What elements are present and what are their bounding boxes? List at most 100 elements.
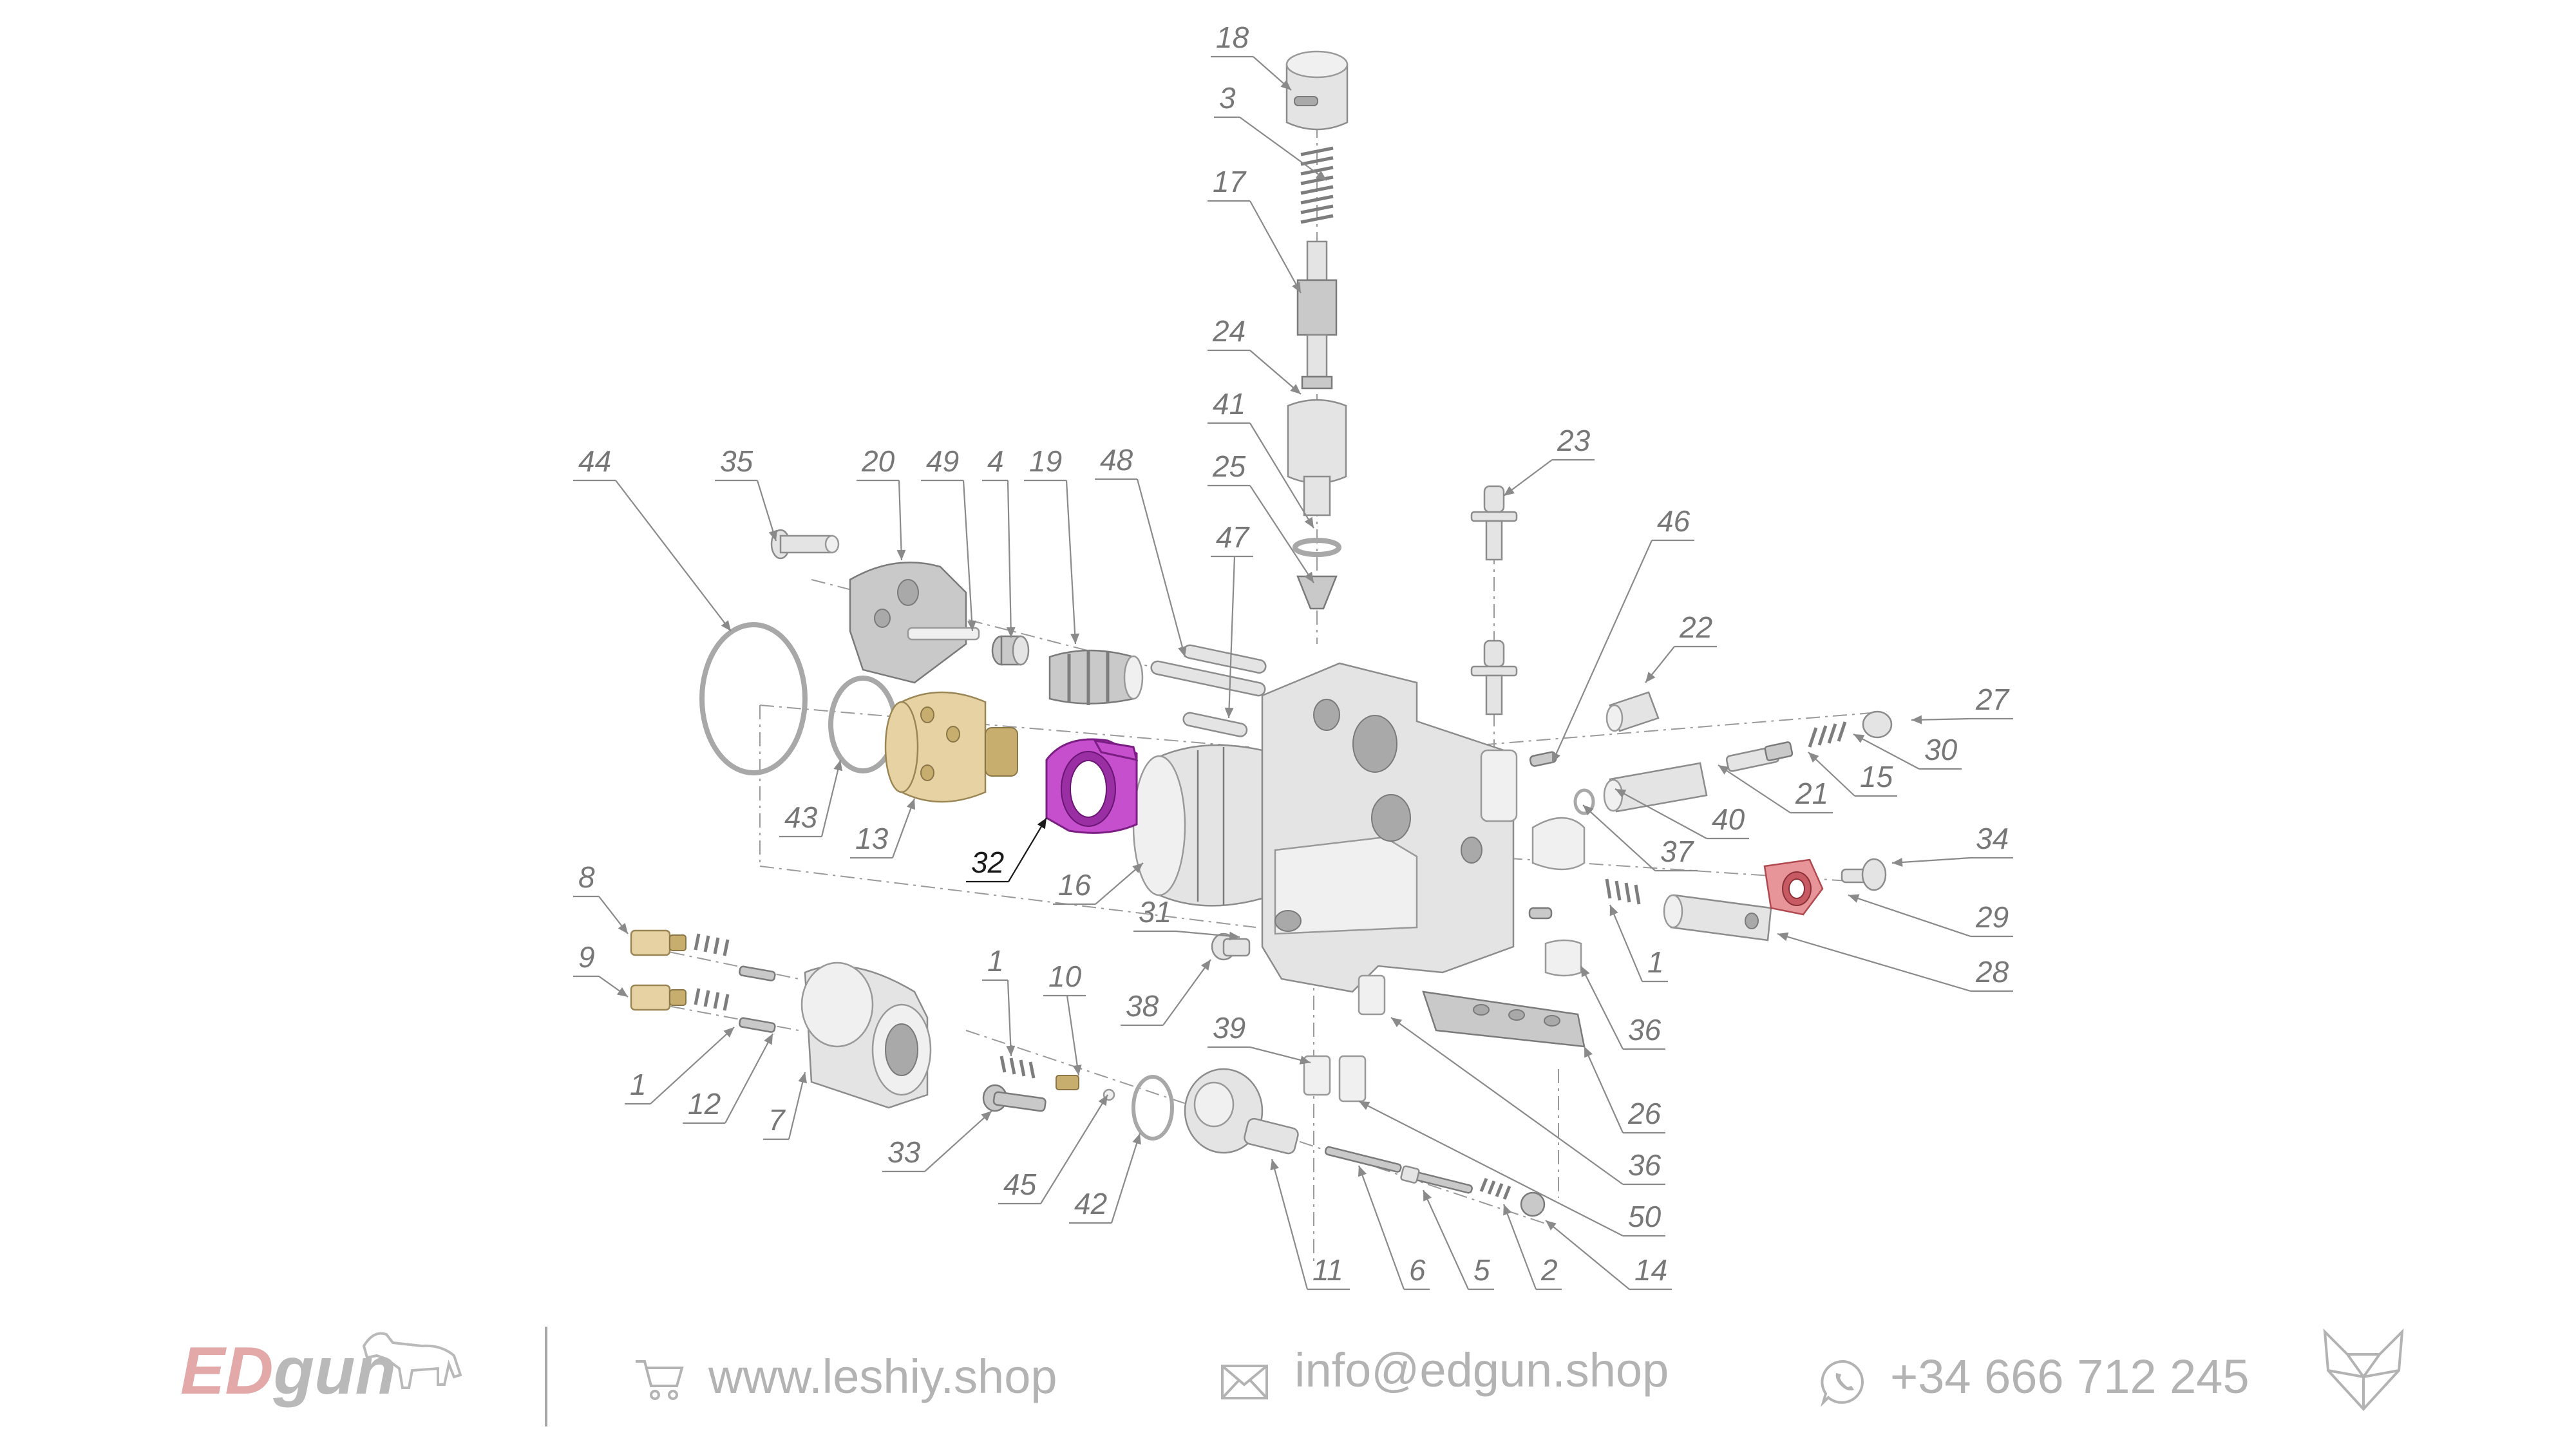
callout-number: 43 bbox=[784, 800, 818, 834]
callout-number: 8 bbox=[578, 860, 595, 894]
callout-l18: 18 bbox=[1211, 21, 1292, 91]
callout-l14: 14 bbox=[1545, 1220, 1672, 1291]
callout-arrowhead bbox=[1546, 1220, 1557, 1231]
callout-number: 45 bbox=[1003, 1168, 1037, 1201]
callout-arrowhead bbox=[1615, 789, 1627, 798]
callout-arrowhead bbox=[833, 760, 843, 772]
callout-arrowhead bbox=[1315, 170, 1327, 180]
part-3-spring bbox=[1300, 146, 1334, 224]
part-22-plug bbox=[1605, 691, 1660, 732]
callout-leader bbox=[1095, 862, 1144, 905]
callout-leader bbox=[1040, 1094, 1108, 1204]
callout-l42: 42 bbox=[1069, 1133, 1141, 1224]
callout-number: 37 bbox=[1660, 835, 1694, 868]
callout-number: 24 bbox=[1212, 314, 1245, 348]
callout-leader bbox=[1271, 1159, 1309, 1290]
callout-leader bbox=[756, 480, 777, 542]
callout-l34: 34 bbox=[1891, 822, 2013, 867]
callout-number: 12 bbox=[688, 1087, 721, 1121]
callout-arrowhead bbox=[1581, 966, 1590, 978]
callout-arrowhead bbox=[1718, 765, 1730, 775]
footer-bar: EDgun www.leshiy.shop info@edgun.shop +3… bbox=[0, 1314, 2576, 1449]
callout-arrowhead bbox=[1358, 1166, 1367, 1177]
callout-number: 40 bbox=[1712, 802, 1745, 836]
callout-arrowhead bbox=[896, 549, 906, 560]
callout-l46: 46 bbox=[1551, 504, 1694, 764]
dog-logo-icon bbox=[362, 1332, 462, 1389]
callout-arrowhead bbox=[1132, 863, 1143, 873]
brand-part1: ED bbox=[180, 1334, 274, 1408]
callout-leader bbox=[1551, 540, 1653, 764]
callout-arrowhead bbox=[981, 1111, 992, 1121]
callout-number: 47 bbox=[1216, 520, 1250, 554]
callout-arrowhead bbox=[1911, 715, 1922, 724]
part-26-bar bbox=[1422, 990, 1586, 1048]
callout-leader bbox=[1891, 857, 1971, 864]
callout-number: 4 bbox=[987, 444, 1004, 478]
callout-number: 48 bbox=[1100, 443, 1133, 477]
part-6-rod bbox=[1324, 1146, 1402, 1173]
phone-number[interactable]: +34 666 712 245 bbox=[1890, 1350, 2249, 1403]
part-16-main-body bbox=[1132, 662, 1518, 993]
callout-arrowhead bbox=[1299, 1056, 1311, 1065]
callout-l27: 27 bbox=[1911, 683, 2013, 724]
callout-l6: 6 bbox=[1358, 1165, 1430, 1291]
callout-arrowhead bbox=[618, 923, 628, 934]
callout-arrowhead bbox=[1270, 1159, 1279, 1171]
callout-arrowhead bbox=[1645, 672, 1656, 683]
callout-number: 44 bbox=[578, 444, 611, 478]
part-35-screw bbox=[770, 529, 840, 560]
part-19-piston bbox=[1048, 649, 1144, 705]
callout-leader bbox=[1227, 556, 1236, 719]
email-link[interactable]: info@edgun.shop bbox=[1294, 1343, 1669, 1397]
part-20-end-plate bbox=[849, 562, 980, 684]
callout-number: 32 bbox=[971, 846, 1004, 879]
part-37-oring bbox=[1573, 788, 1595, 815]
callout-arrowhead bbox=[1504, 486, 1515, 496]
callout-leader bbox=[1162, 959, 1211, 1026]
part-37-disc bbox=[1531, 817, 1586, 871]
callout-number: 42 bbox=[1074, 1187, 1107, 1220]
part-30-cap bbox=[1862, 710, 1893, 739]
callout-l50: 50 bbox=[1358, 1101, 1665, 1237]
part-39-plug bbox=[1303, 1055, 1331, 1096]
part-40-valve-body bbox=[1603, 762, 1708, 813]
callout-l4: 4 bbox=[982, 444, 1016, 638]
callout-l17: 17 bbox=[1208, 165, 1302, 294]
callout-number: 11 bbox=[1312, 1253, 1343, 1287]
callout-arrowhead bbox=[723, 1027, 734, 1037]
website-link[interactable]: www.leshiy.shop bbox=[708, 1350, 1057, 1403]
callout-l3: 3 bbox=[1214, 81, 1327, 181]
callout-number: 41 bbox=[1213, 387, 1245, 421]
callout-l12: 12 bbox=[683, 1033, 773, 1124]
callout-number: 16 bbox=[1058, 868, 1092, 902]
part-48-47-rods bbox=[1150, 644, 1267, 737]
part-36-plug-right bbox=[1544, 939, 1582, 977]
part-33-bolt bbox=[982, 1084, 1046, 1112]
callout-arrowhead bbox=[1290, 384, 1301, 394]
callout-arrowhead bbox=[1552, 752, 1560, 763]
callout-l13: 13 bbox=[850, 798, 916, 859]
callout-l26: 26 bbox=[1583, 1046, 1665, 1134]
callout-arrowhead bbox=[967, 620, 977, 631]
callout-leader bbox=[962, 480, 974, 632]
callout-leader bbox=[924, 1110, 992, 1172]
part-25-seal bbox=[1296, 575, 1338, 610]
callout-leader bbox=[1808, 752, 1855, 797]
callout-number: 30 bbox=[1924, 733, 1958, 766]
callout-number: 34 bbox=[1976, 822, 2009, 855]
callout-l28: 28 bbox=[1777, 932, 2013, 992]
callout-leader bbox=[1580, 965, 1624, 1050]
callout-number: 27 bbox=[1975, 683, 2010, 716]
callout-leader bbox=[1848, 894, 1971, 938]
callout-l1m: 1 bbox=[982, 944, 1016, 1057]
callout-l31: 31 bbox=[1133, 895, 1240, 941]
part-24-sleeve bbox=[1287, 399, 1347, 516]
footer-divider bbox=[545, 1327, 547, 1426]
part-1-left-springs bbox=[694, 933, 730, 1011]
callout-number: 19 bbox=[1029, 444, 1062, 478]
callout-l29: 29 bbox=[1848, 894, 2013, 938]
callout-arrowhead bbox=[1808, 752, 1819, 763]
callout-number: 15 bbox=[1860, 760, 1893, 793]
